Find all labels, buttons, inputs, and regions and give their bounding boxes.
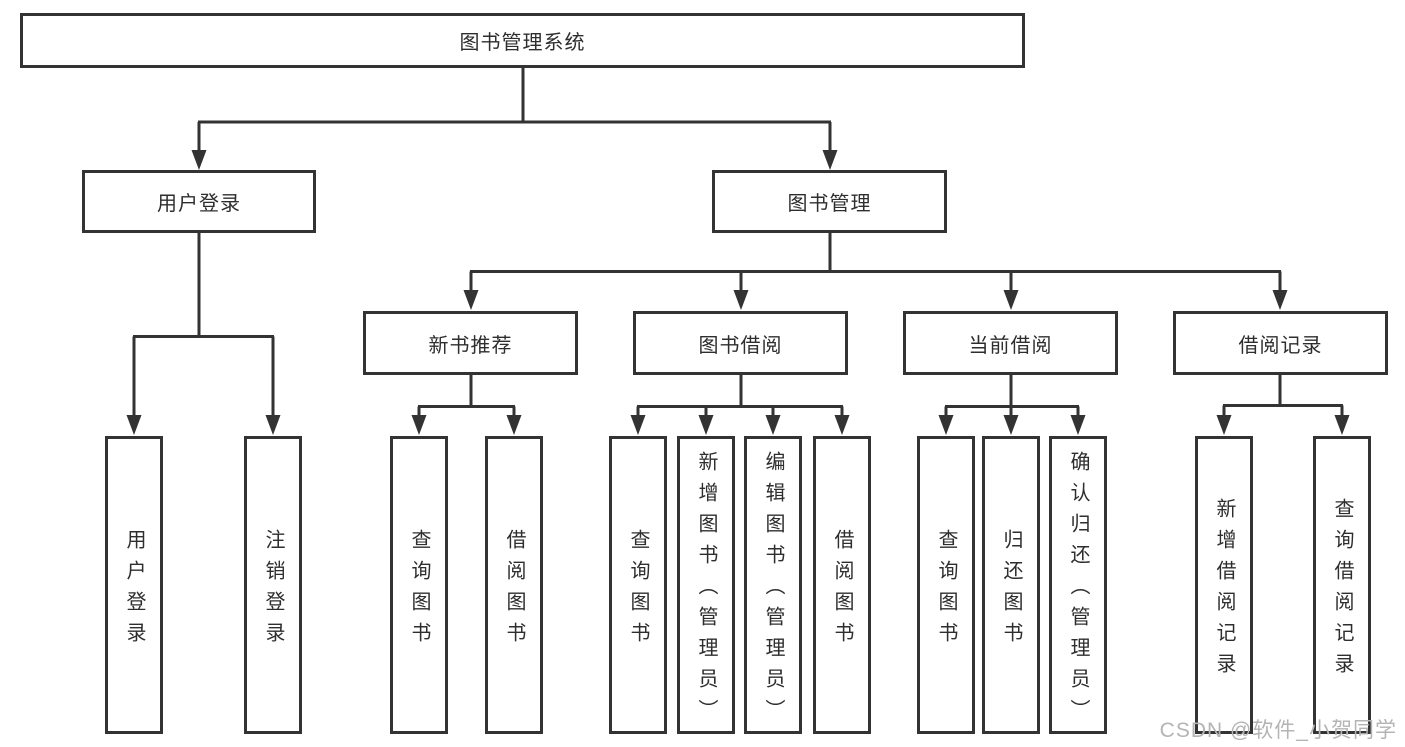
- leaf-query-books-current: 查询图书: [917, 436, 975, 734]
- leaf-return-books: 归还图书: [982, 436, 1040, 734]
- node-current-borrowing: 当前借阅: [903, 311, 1118, 375]
- leaf-label: 新增借阅记录: [1213, 497, 1235, 684]
- leaf-label: 查询借阅记录: [1331, 497, 1353, 684]
- leaf-logout: 注销登录: [244, 436, 302, 734]
- node-library-system: 图书管理系统: [20, 13, 1025, 68]
- leaf-label: 借阅图书: [831, 528, 853, 653]
- leaf-label: 借阅图书: [503, 528, 525, 653]
- leaf-add-books-admin: 新增图书（管理员）: [677, 436, 735, 734]
- leaf-borrow-books-recommend: 借阅图书: [485, 436, 543, 734]
- leaf-label: 新增图书（管理员）: [695, 451, 717, 730]
- leaf-confirm-return-admin: 确认归还（管理员）: [1049, 436, 1107, 734]
- node-book-management: 图书管理: [712, 170, 947, 233]
- leaf-query-books-recommend: 查询图书: [390, 436, 448, 734]
- leaf-label: 确认归还（管理员）: [1067, 451, 1089, 730]
- node-new-book-recommend: 新书推荐: [363, 311, 578, 375]
- leaf-borrow-books: 借阅图书: [813, 436, 871, 734]
- node-book-borrowing: 图书借阅: [633, 311, 848, 375]
- leaf-edit-books-admin: 编辑图书（管理员）: [744, 436, 802, 734]
- leaf-label: 查询图书: [935, 528, 957, 653]
- node-borrow-records: 借阅记录: [1173, 311, 1388, 375]
- watermark: CSDN @软件_小贺同学: [1159, 719, 1397, 742]
- node-user-login: 用户登录: [82, 170, 316, 233]
- leaf-label: 注销登录: [262, 528, 284, 653]
- leaf-query-books-borrowing: 查询图书: [609, 436, 667, 734]
- leaf-label: 归还图书: [1000, 528, 1022, 653]
- leaf-add-borrow-record: 新增借阅记录: [1195, 436, 1253, 734]
- leaf-user-login: 用户登录: [105, 436, 163, 734]
- leaf-label: 编辑图书（管理员）: [762, 451, 784, 730]
- arrowheads: [126, 150, 1350, 435]
- leaf-label: 查询图书: [408, 528, 430, 653]
- leaf-label: 用户登录: [123, 528, 145, 653]
- leaf-query-borrow-record: 查询借阅记录: [1313, 436, 1371, 734]
- leaf-label: 查询图书: [627, 528, 649, 653]
